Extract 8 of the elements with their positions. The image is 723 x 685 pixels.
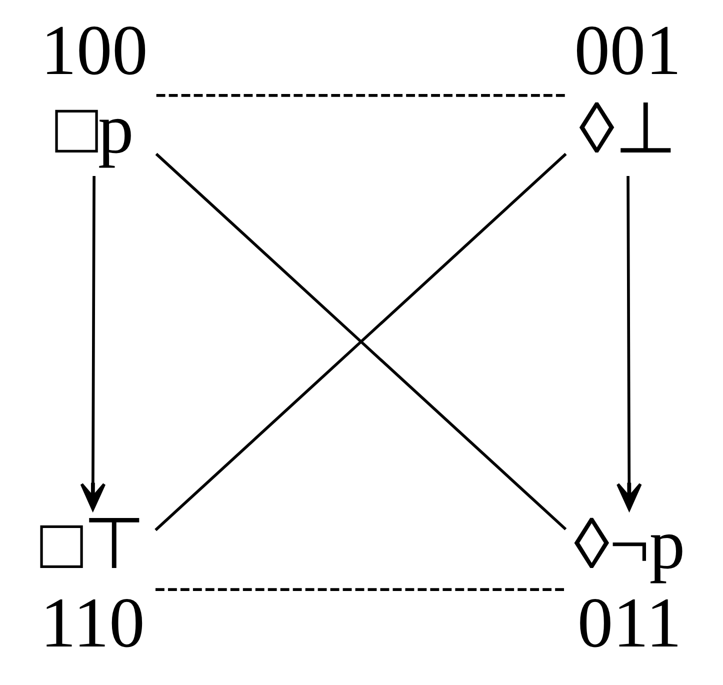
node-text: □⊤ 110 [40,505,146,663]
connector [156,94,566,97]
arrow [616,176,642,511]
node-text: 001 ◊⊥ [574,11,682,169]
node-text: 100 □p [40,11,148,169]
arrow [80,176,106,511]
node-text: ◊¬p 011 [574,505,686,663]
connector [156,588,566,591]
